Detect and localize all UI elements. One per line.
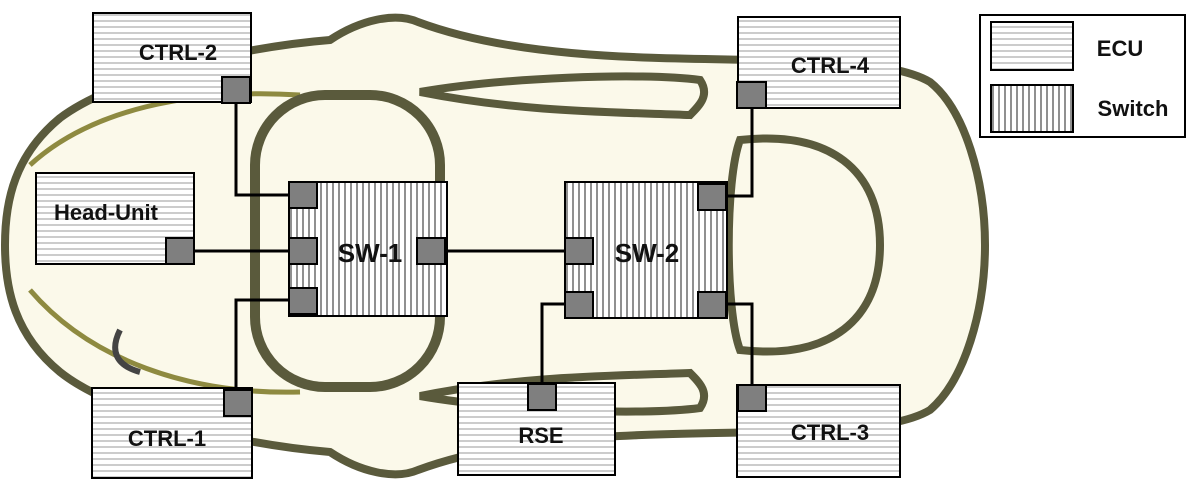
port-sw1-bottom [288, 287, 318, 315]
port-sw1-mid [288, 237, 318, 265]
legend-switch-swatch [990, 84, 1074, 133]
ecu-ctrl2-label: CTRL-2 [139, 40, 217, 65]
headlight-mark [112, 328, 141, 375]
port-sw1-right [416, 237, 446, 265]
ecu-head-unit-label: Head-Unit [54, 200, 159, 225]
port-head-unit [165, 237, 195, 265]
switch-sw1-label: SW-1 [338, 238, 402, 268]
ecu-ctrl3-label: CTRL-3 [791, 420, 869, 445]
ecu-head-unit[interactable]: Head-Unit [35, 172, 195, 265]
ecu-ctrl4[interactable]: CTRL-4 [736, 16, 901, 109]
port-ctrl1 [223, 389, 253, 417]
port-ctrl2 [221, 76, 251, 104]
front-hood-line-lower [28, 288, 301, 395]
ecu-ctrl1-label: CTRL-1 [128, 426, 206, 451]
port-ctrl3 [737, 384, 767, 412]
link-ctrl2-sw1 [234, 91, 303, 197]
port-sw2-bottom-left [564, 291, 594, 319]
port-sw2-top-right [697, 183, 727, 211]
switch-sw2-label: SW-2 [615, 238, 679, 268]
side-window-top [419, 72, 709, 120]
car-outline-graphic [0, 13, 990, 479]
legend-ecu-swatch [990, 21, 1074, 71]
ecu-ctrl1[interactable]: CTRL-1 [91, 387, 253, 479]
legend: ECU Switch [979, 14, 1186, 138]
ecu-rse-label: RSE [518, 423, 563, 448]
switch-sw2[interactable]: SW-2 [564, 181, 728, 319]
link-ctrl1-sw1 [234, 298, 303, 402]
port-sw1-top [288, 181, 318, 209]
port-ctrl4 [736, 81, 767, 109]
front-hood-line [28, 91, 301, 167]
switch-sw1[interactable]: SW-1 [288, 181, 448, 317]
port-sw2-bottom-right [697, 291, 727, 319]
port-rse [527, 383, 557, 411]
legend-switch-label: Switch [1098, 96, 1169, 121]
ecu-ctrl3[interactable]: CTRL-3 [736, 384, 901, 478]
ecu-rse[interactable]: RSE [457, 382, 616, 476]
legend-ecu-label: ECU [1097, 36, 1143, 61]
car-body [0, 13, 990, 479]
rear-window [724, 134, 885, 356]
ecu-ctrl4-label: CTRL-4 [791, 53, 870, 78]
ecu-ctrl2[interactable]: CTRL-2 [92, 12, 252, 104]
port-sw2-left [564, 237, 594, 265]
